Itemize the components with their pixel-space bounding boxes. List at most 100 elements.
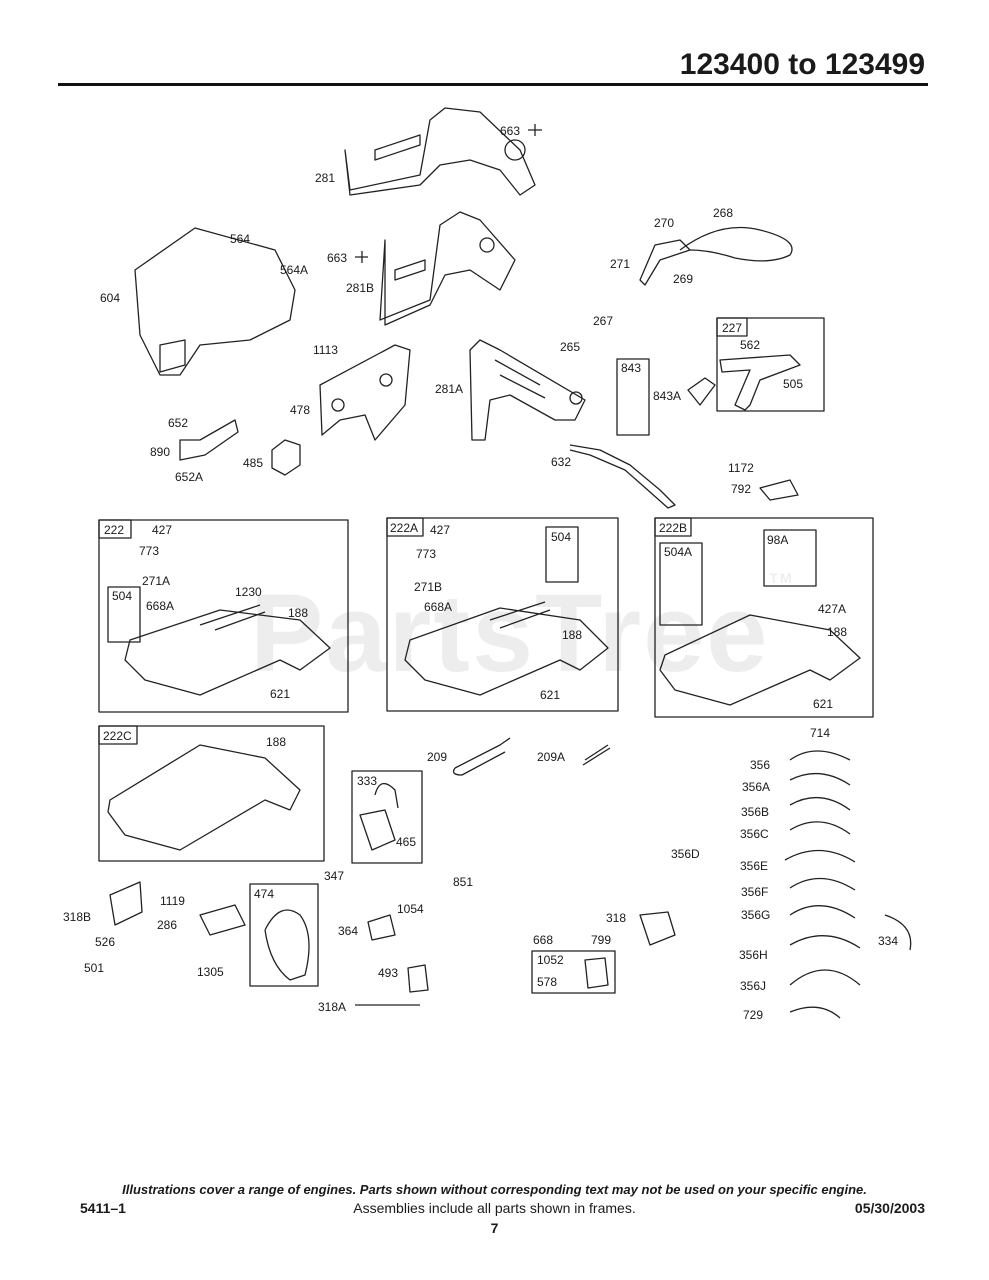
label-271b: 271B — [414, 580, 442, 594]
part-labels: 663 281 564 663 564A 281B 604 270 268 27… — [63, 124, 898, 1022]
label-356g: 356H — [739, 948, 768, 962]
label-663-b: 663 — [327, 251, 347, 265]
bolt-663-top — [528, 124, 542, 136]
wire-356j — [789, 1006, 841, 1019]
label-851: 465 — [396, 835, 416, 849]
label-281b: 281B — [346, 281, 374, 295]
wire-356b — [789, 796, 851, 811]
label-286: 364 — [338, 924, 358, 938]
plate-478 — [319, 344, 411, 441]
wire-356f — [789, 905, 856, 919]
base-plate-222a — [404, 601, 609, 696]
label-1113: 1113 — [313, 343, 338, 357]
frame-222a — [386, 517, 619, 712]
label-501: 286 — [157, 918, 177, 932]
label-890: 890 — [150, 445, 170, 459]
footer-date: 05/30/2003 — [854, 1200, 925, 1216]
label-356j: 729 — [743, 1008, 763, 1022]
label-268: 268 — [713, 206, 733, 220]
label-1172: 1172 — [728, 461, 754, 475]
label-333: 333 — [357, 774, 377, 788]
label-270: 270 — [654, 216, 674, 230]
label-478: 478 — [290, 403, 310, 417]
label-1054: 318A — [318, 1000, 346, 1014]
label-209: 209 — [427, 750, 447, 764]
label-773-b: 773 — [416, 547, 436, 561]
frame-227 — [716, 317, 825, 412]
label-564: 564 — [230, 232, 250, 246]
header-rule — [58, 83, 928, 86]
label-792: 792 — [731, 482, 751, 496]
part-286 — [367, 914, 396, 941]
spring-209a — [582, 744, 611, 766]
label-505: 505 — [783, 377, 803, 391]
frame-222c — [98, 725, 325, 862]
coil-851 — [359, 783, 399, 851]
wire-356g — [789, 935, 861, 949]
watermark-mark: TM — [769, 570, 794, 586]
solenoid-1052 — [584, 957, 609, 989]
frame-222b — [654, 517, 874, 718]
cover-604 — [134, 227, 296, 376]
label-222c: 222C — [103, 729, 132, 743]
label-222: 222 — [104, 523, 124, 537]
label-493: 318 — [606, 911, 626, 925]
wire-578 — [884, 914, 912, 951]
bracket-281a — [469, 339, 586, 441]
label-604: 604 — [100, 291, 120, 305]
label-188-d: 188 — [266, 735, 286, 749]
bracket-493 — [639, 911, 676, 946]
label-281: 281 — [315, 171, 335, 185]
label-621: 621 — [270, 687, 290, 701]
page-title: 123400 to 123499 — [679, 48, 925, 81]
label-271: 271 — [610, 257, 630, 271]
frame-843 — [616, 358, 650, 436]
label-1305: 1054 — [397, 902, 424, 916]
frame-222c-label-box — [98, 725, 138, 745]
label-98a: 98A — [767, 533, 788, 547]
frame-504a — [659, 542, 703, 626]
label-668a-b: 668A — [424, 600, 452, 614]
label-364: 493 — [378, 966, 398, 980]
label-504-left: 504 — [112, 589, 132, 603]
base-plate-222 — [124, 604, 331, 696]
frame-222 — [98, 519, 349, 713]
frame-474 — [249, 883, 319, 987]
label-663: 663 — [500, 124, 520, 138]
label-504a: 504A — [664, 545, 692, 559]
label-188-c: 188 — [827, 625, 847, 639]
label-652: 652 — [168, 416, 188, 430]
label-265: 265 — [560, 340, 580, 354]
label-356f: 356G — [741, 908, 770, 922]
label-729: 356D — [671, 847, 700, 861]
label-356d: 356E — [740, 859, 768, 873]
footer-assembly-note: Assemblies include all parts shown in fr… — [353, 1200, 636, 1216]
label-843a: 843A — [653, 389, 681, 403]
frame-222b-label-box — [654, 517, 692, 537]
spring-209 — [452, 737, 511, 776]
wire-356a — [789, 772, 851, 786]
label-356b: 356B — [741, 805, 769, 819]
label-578: 334 — [878, 934, 898, 948]
watermark: PartsTreeTM — [250, 570, 794, 697]
label-621-b: 621 — [540, 688, 560, 702]
wire-356 — [789, 750, 851, 761]
label-485: 485 — [243, 456, 263, 470]
label-209a: 209A — [537, 750, 565, 764]
label-318a: 668 — [533, 933, 553, 947]
base-plate-222b — [659, 614, 861, 706]
label-621-c: 621 — [813, 697, 833, 711]
label-427a: 427A — [818, 602, 846, 616]
label-493a: 318B — [63, 910, 91, 924]
label-356h: 356J — [740, 979, 766, 993]
label-668: 578 — [537, 975, 557, 989]
label-222a: 222A — [390, 521, 418, 535]
frame-98a — [763, 529, 817, 587]
wire-356c — [789, 821, 851, 835]
frame-222-label-box — [98, 519, 132, 539]
bracket-792 — [759, 479, 799, 501]
lever-227 — [719, 354, 801, 411]
label-843: 843 — [621, 361, 641, 375]
label-1052: 1052 — [537, 953, 564, 967]
